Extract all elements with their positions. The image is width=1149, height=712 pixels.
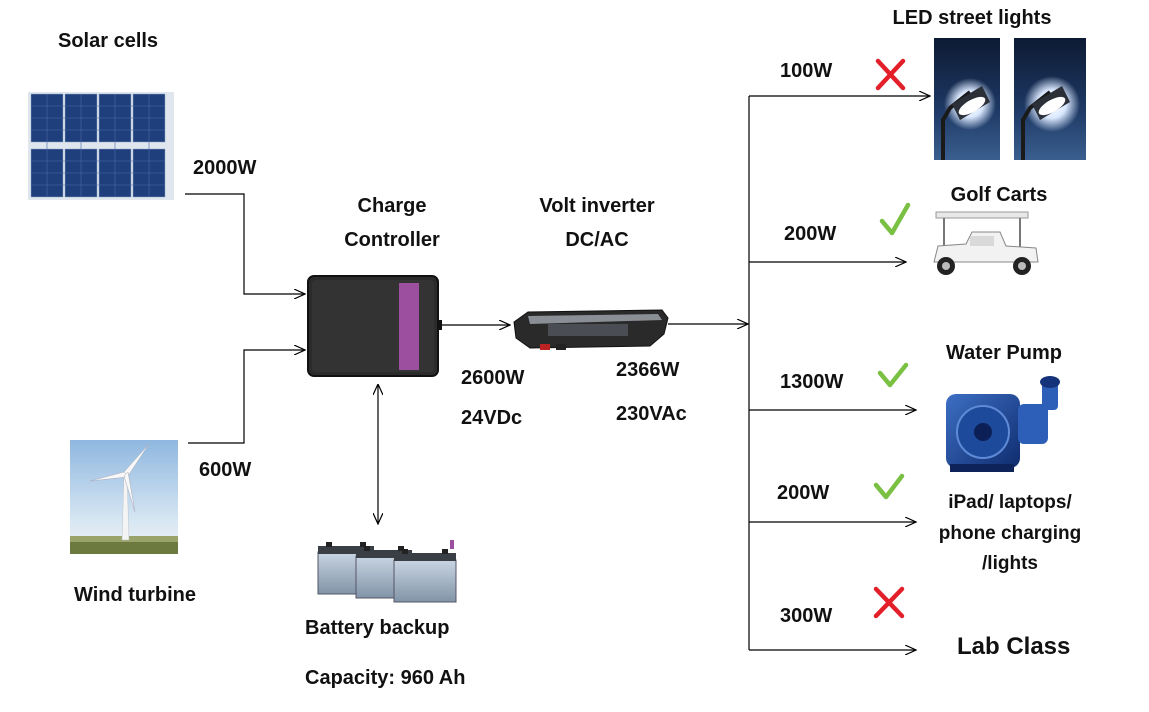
inverter-image xyxy=(513,309,669,350)
inverter-label-line1: Volt inverter xyxy=(539,195,654,217)
battery-backup-image xyxy=(317,540,457,603)
inverter-output-voltage: 230VAc xyxy=(616,403,687,425)
charging-label-line3: /lights xyxy=(982,553,1038,574)
solar-panel-image xyxy=(28,92,174,200)
solar-to-controller-arrow xyxy=(185,193,305,294)
street-lights-label: LED street lights xyxy=(893,7,1052,29)
golf-cart-image xyxy=(933,211,1039,275)
cross-icon xyxy=(875,58,906,91)
street-lights-power: 100W xyxy=(780,60,832,82)
inverter-output-power: 2366W xyxy=(616,359,679,381)
golf-carts-label: Golf Carts xyxy=(951,184,1048,206)
controller-output-power: 2600W xyxy=(461,367,524,389)
battery-backup-label: Battery backup xyxy=(305,617,450,639)
charge-controller-image xyxy=(307,275,442,377)
check-icon xyxy=(873,473,905,500)
water-pump-power: 1300W xyxy=(780,371,843,393)
charging-label-line1: iPad/ laptops/ xyxy=(948,492,1072,513)
water-pump-image xyxy=(946,376,1060,472)
battery-capacity-label: Capacity: 960 Ah xyxy=(305,667,465,689)
golf-carts-power: 200W xyxy=(784,223,836,245)
charge-controller-label-line1: Charge xyxy=(358,195,427,217)
controller-output-voltage: 24VDc xyxy=(461,407,522,429)
street-light-image xyxy=(934,38,1000,160)
solar-cells-label: Solar cells xyxy=(58,30,158,52)
wind-turbine-label: Wind turbine xyxy=(74,584,196,606)
check-icon xyxy=(877,362,909,388)
charge-controller-label-line2: Controller xyxy=(344,229,440,251)
wind-to-controller-arrow xyxy=(188,350,305,444)
street-light-image xyxy=(1014,38,1086,160)
lab-class-power: 300W xyxy=(780,605,832,627)
water-pump-label: Water Pump xyxy=(946,342,1062,364)
lab-class-label: Lab Class xyxy=(957,633,1070,660)
solar-power-label: 2000W xyxy=(193,157,256,179)
charging-power: 200W xyxy=(777,482,829,504)
wind-power-label: 600W xyxy=(199,459,251,481)
cross-icon xyxy=(873,586,905,619)
wind-turbine-image xyxy=(70,440,178,554)
charging-label-line2: phone charging xyxy=(939,523,1082,544)
inverter-label-line2: DC/AC xyxy=(565,229,628,251)
check-icon xyxy=(879,202,911,236)
